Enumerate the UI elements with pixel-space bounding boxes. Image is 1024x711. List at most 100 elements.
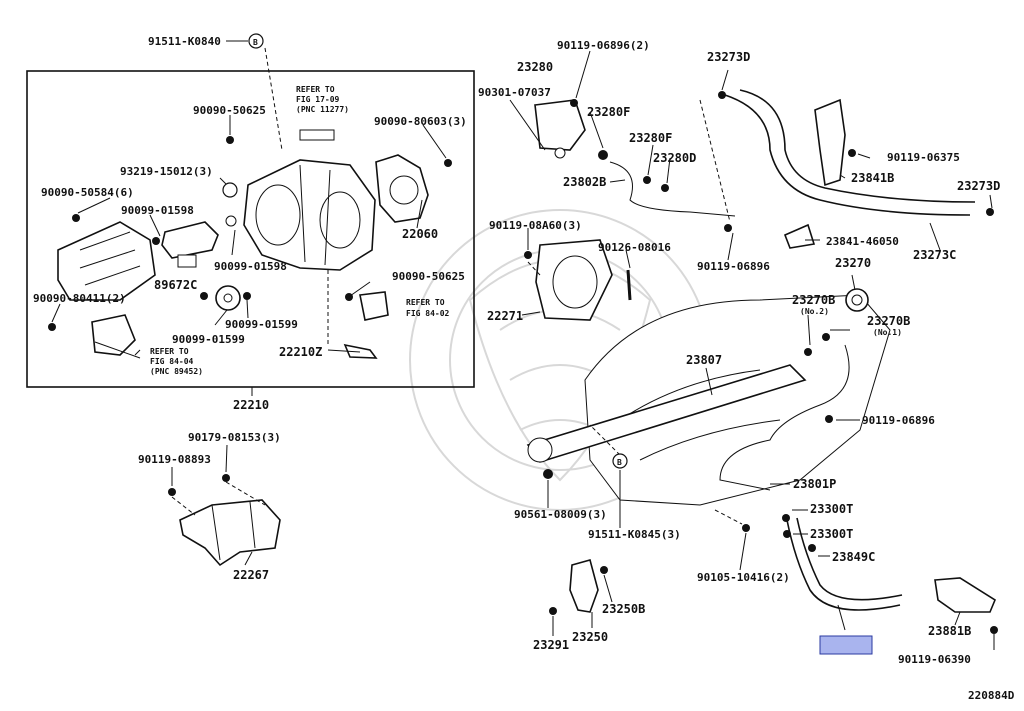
label-90119-06390: 90119-06390	[898, 653, 971, 666]
nut-90179-icon	[222, 474, 230, 482]
label-23881b: 23881B	[928, 624, 971, 638]
highlight-box-23801f	[819, 635, 873, 655]
valve-part	[161, 221, 219, 268]
stud-90126-icon	[626, 269, 632, 301]
label-23300t-b: 23300T	[810, 527, 853, 541]
fastener-icons	[524, 91, 998, 634]
label-refer-84-02-line1: REFER TO	[406, 298, 445, 307]
label-22271: 22271	[487, 309, 523, 323]
bracket-23881b-part	[934, 577, 996, 613]
label-note-no1: (No.1)	[873, 328, 902, 337]
bracket-23841b-part	[814, 98, 846, 187]
label-90090-80603: 90090-80603(3)	[374, 115, 467, 128]
label-refer-84-04-line3: (PNC 89452)	[150, 367, 203, 376]
label-90561-08009: 90561-08009(3)	[514, 508, 607, 521]
label-22060: 22060	[402, 227, 438, 241]
label-23841-46050: 23841-46050	[826, 235, 899, 248]
fuel-rail-part	[526, 364, 807, 463]
label-refer-17-09-line2: FIG 17-09	[296, 95, 340, 104]
label-23273c: 23273C	[913, 248, 956, 262]
bolt-icons	[48, 136, 452, 331]
label-refer-84-04-line2: FIG 84-04	[150, 357, 194, 366]
clamp-23841-icon	[783, 223, 816, 249]
marker-s-icon	[222, 182, 238, 198]
label-23250b: 23250B	[602, 602, 645, 616]
label-23273d-b: 23273D	[957, 179, 1000, 193]
label-refer-17-09-line1: REFER TO	[296, 85, 335, 94]
label-23280d: 23280D	[653, 151, 696, 165]
label-23807: 23807	[686, 353, 722, 367]
label-90119-06896-2: 90119-06896(2)	[557, 39, 650, 52]
label-90090-80411: 90090-80411(2)	[33, 292, 126, 305]
label-90179-08153: 90179-08153(3)	[188, 431, 281, 444]
label-note-no2: (No.2)	[800, 307, 829, 316]
pressure-regulator-23280-part	[534, 99, 586, 159]
label-90099-01599-a: 90099-01599	[225, 318, 298, 331]
bracket-22267-part	[179, 499, 281, 567]
label-23802b: 23802B	[563, 175, 606, 189]
label-23273d-a: 23273D	[707, 50, 750, 64]
label-91511-k0845: 91511-K0845(3)	[588, 528, 681, 541]
label-90105-10416: 90105-10416(2)	[697, 571, 790, 584]
label-90119-06896-b: 90119-06896	[862, 414, 935, 427]
label-23280: 23280	[517, 60, 553, 74]
label-90090-50584: 90090-50584(6)	[41, 186, 134, 199]
label-90119-06896-a: 90119-06896	[697, 260, 770, 273]
part-labels: 91511-K0840 90090-50625 REFER TO FIG 17-…	[33, 35, 1015, 702]
bracket-part-84-02	[359, 291, 389, 321]
label-22210: 22210	[233, 398, 269, 412]
label-22210z: 22210Z	[279, 345, 322, 359]
diagram-reference-code: 220884D	[968, 689, 1015, 702]
assembly-box-22210	[26, 70, 475, 388]
gear-part	[215, 285, 241, 311]
marker-b-bottom-text: B	[617, 458, 622, 467]
throttle-body-part	[243, 159, 376, 271]
plate-22271-part	[535, 239, 613, 321]
label-refer-84-02-line2: FIG 84-02	[406, 309, 450, 318]
label-23280f-b: 23280F	[629, 131, 672, 145]
leader-lines	[51, 40, 995, 650]
pulsation-damper-23270-part	[845, 288, 869, 312]
marker-b-bottom: B	[612, 453, 628, 469]
hose-23273c-part	[724, 89, 976, 216]
label-90090-50625-b: 90090-50625	[392, 270, 465, 283]
injector-23250-part	[569, 559, 599, 613]
throttle-sensor-part	[375, 154, 429, 223]
label-90119-08a60: 90119-08A60(3)	[489, 219, 582, 232]
label-refer-84-04-line1: REFER TO	[150, 347, 189, 356]
label-23300t-a: 23300T	[810, 502, 853, 516]
fuel-hose-23801f-part	[786, 517, 903, 611]
label-23270: 23270	[835, 256, 871, 270]
label-90099-01598-a: 90099-01598	[121, 204, 194, 217]
fuel-pipe-23802b-part	[609, 161, 736, 217]
oring-icon	[225, 215, 237, 227]
label-90119-06375: 90119-06375	[887, 151, 960, 164]
label-23270b-no1: 23270B	[867, 314, 910, 328]
label-23841b: 23841B	[851, 171, 894, 185]
label-91511-k0840: 91511-K0840	[148, 35, 221, 48]
label-23280f-a: 23280F	[587, 105, 630, 119]
label-23849c: 23849C	[832, 550, 875, 564]
label-90301-07037: 90301-07037	[478, 86, 551, 99]
label-23801p: 23801P	[793, 477, 836, 491]
label-90119-08893: 90119-08893	[138, 453, 211, 466]
bolt-90119-08893-icon	[168, 488, 176, 496]
label-90099-01599-b: 90099-01599	[172, 333, 245, 346]
label-22267: 22267	[233, 568, 269, 582]
label-23291: 23291	[533, 638, 569, 652]
label-93219-15012: 93219-15012(3)	[120, 165, 213, 178]
label-refer-17-09-line3: (PNC 11277)	[296, 105, 349, 114]
marker-b-top-text: B	[253, 38, 258, 47]
gasket-part-refer-17-09	[299, 129, 335, 141]
label-23250: 23250	[572, 630, 608, 644]
label-90090-50625-a: 90090-50625	[193, 104, 266, 117]
label-89672c: 89672C	[154, 278, 197, 292]
marker-b-top: B	[248, 33, 264, 49]
sensor-22210z-part	[343, 343, 378, 359]
label-90126-08016: 90126-08016	[598, 241, 671, 254]
fuel-pipe-23801p-part	[719, 344, 850, 491]
actuator-part	[57, 221, 156, 301]
label-90099-01598-b: 90099-01598	[214, 260, 287, 273]
